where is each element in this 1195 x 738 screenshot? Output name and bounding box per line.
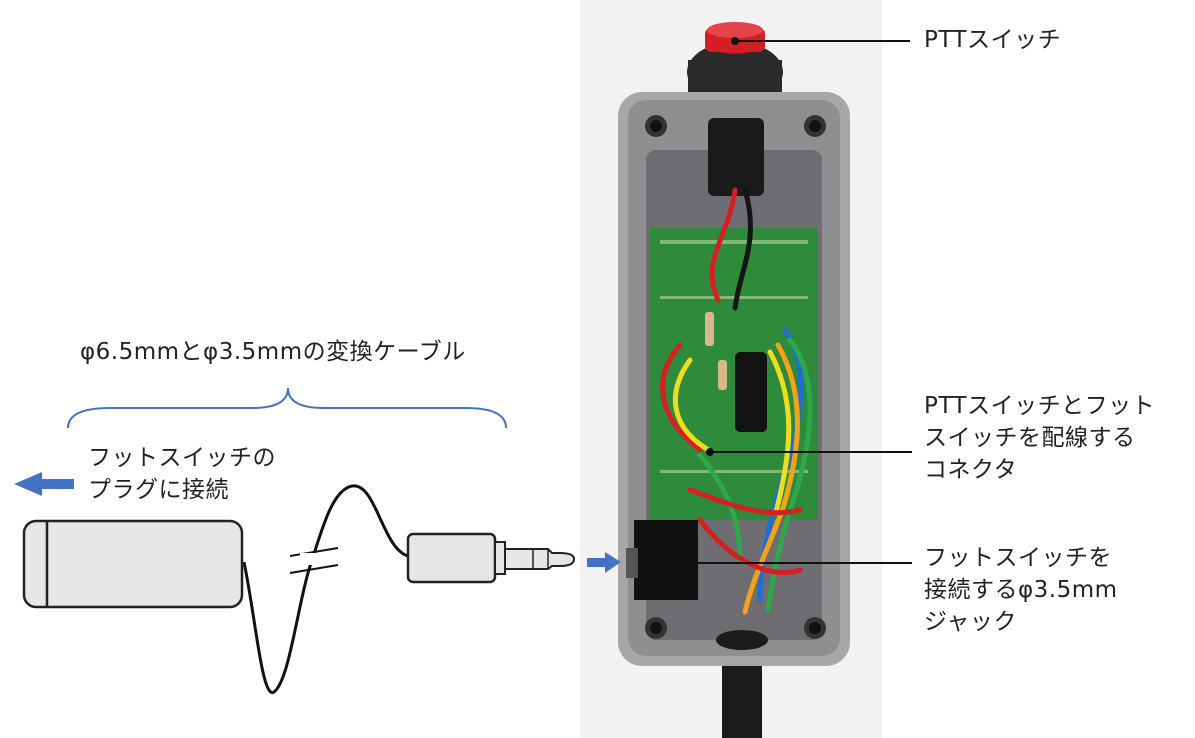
jack-6-5mm-body <box>22 519 244 609</box>
plug-3-5mm-body <box>406 532 497 584</box>
conversion-cable-illustration <box>22 484 576 694</box>
cable-line <box>242 484 409 694</box>
leader-lines <box>664 40 912 564</box>
plug-connect-label: フットスイッチの プラグに接続 <box>88 445 276 503</box>
plug-3-5mm-tip <box>504 548 576 570</box>
left-arrow-icon <box>14 472 74 496</box>
leader-dots <box>660 37 739 567</box>
ptt-switch-label: PTTスイッチ <box>924 27 1062 53</box>
jack-label: フットスイッチを 接続するφ3.5mm ジャック <box>924 545 1118 635</box>
right-arrow-icon <box>587 552 621 573</box>
device-photo <box>580 0 882 738</box>
connector-label: PTTスイッチとフット スイッチを配線する コネクタ <box>924 393 1156 483</box>
cable-brace <box>67 387 507 429</box>
cable-title-label: φ6.5mmとφ3.5mmの変換ケーブル <box>80 339 466 365</box>
